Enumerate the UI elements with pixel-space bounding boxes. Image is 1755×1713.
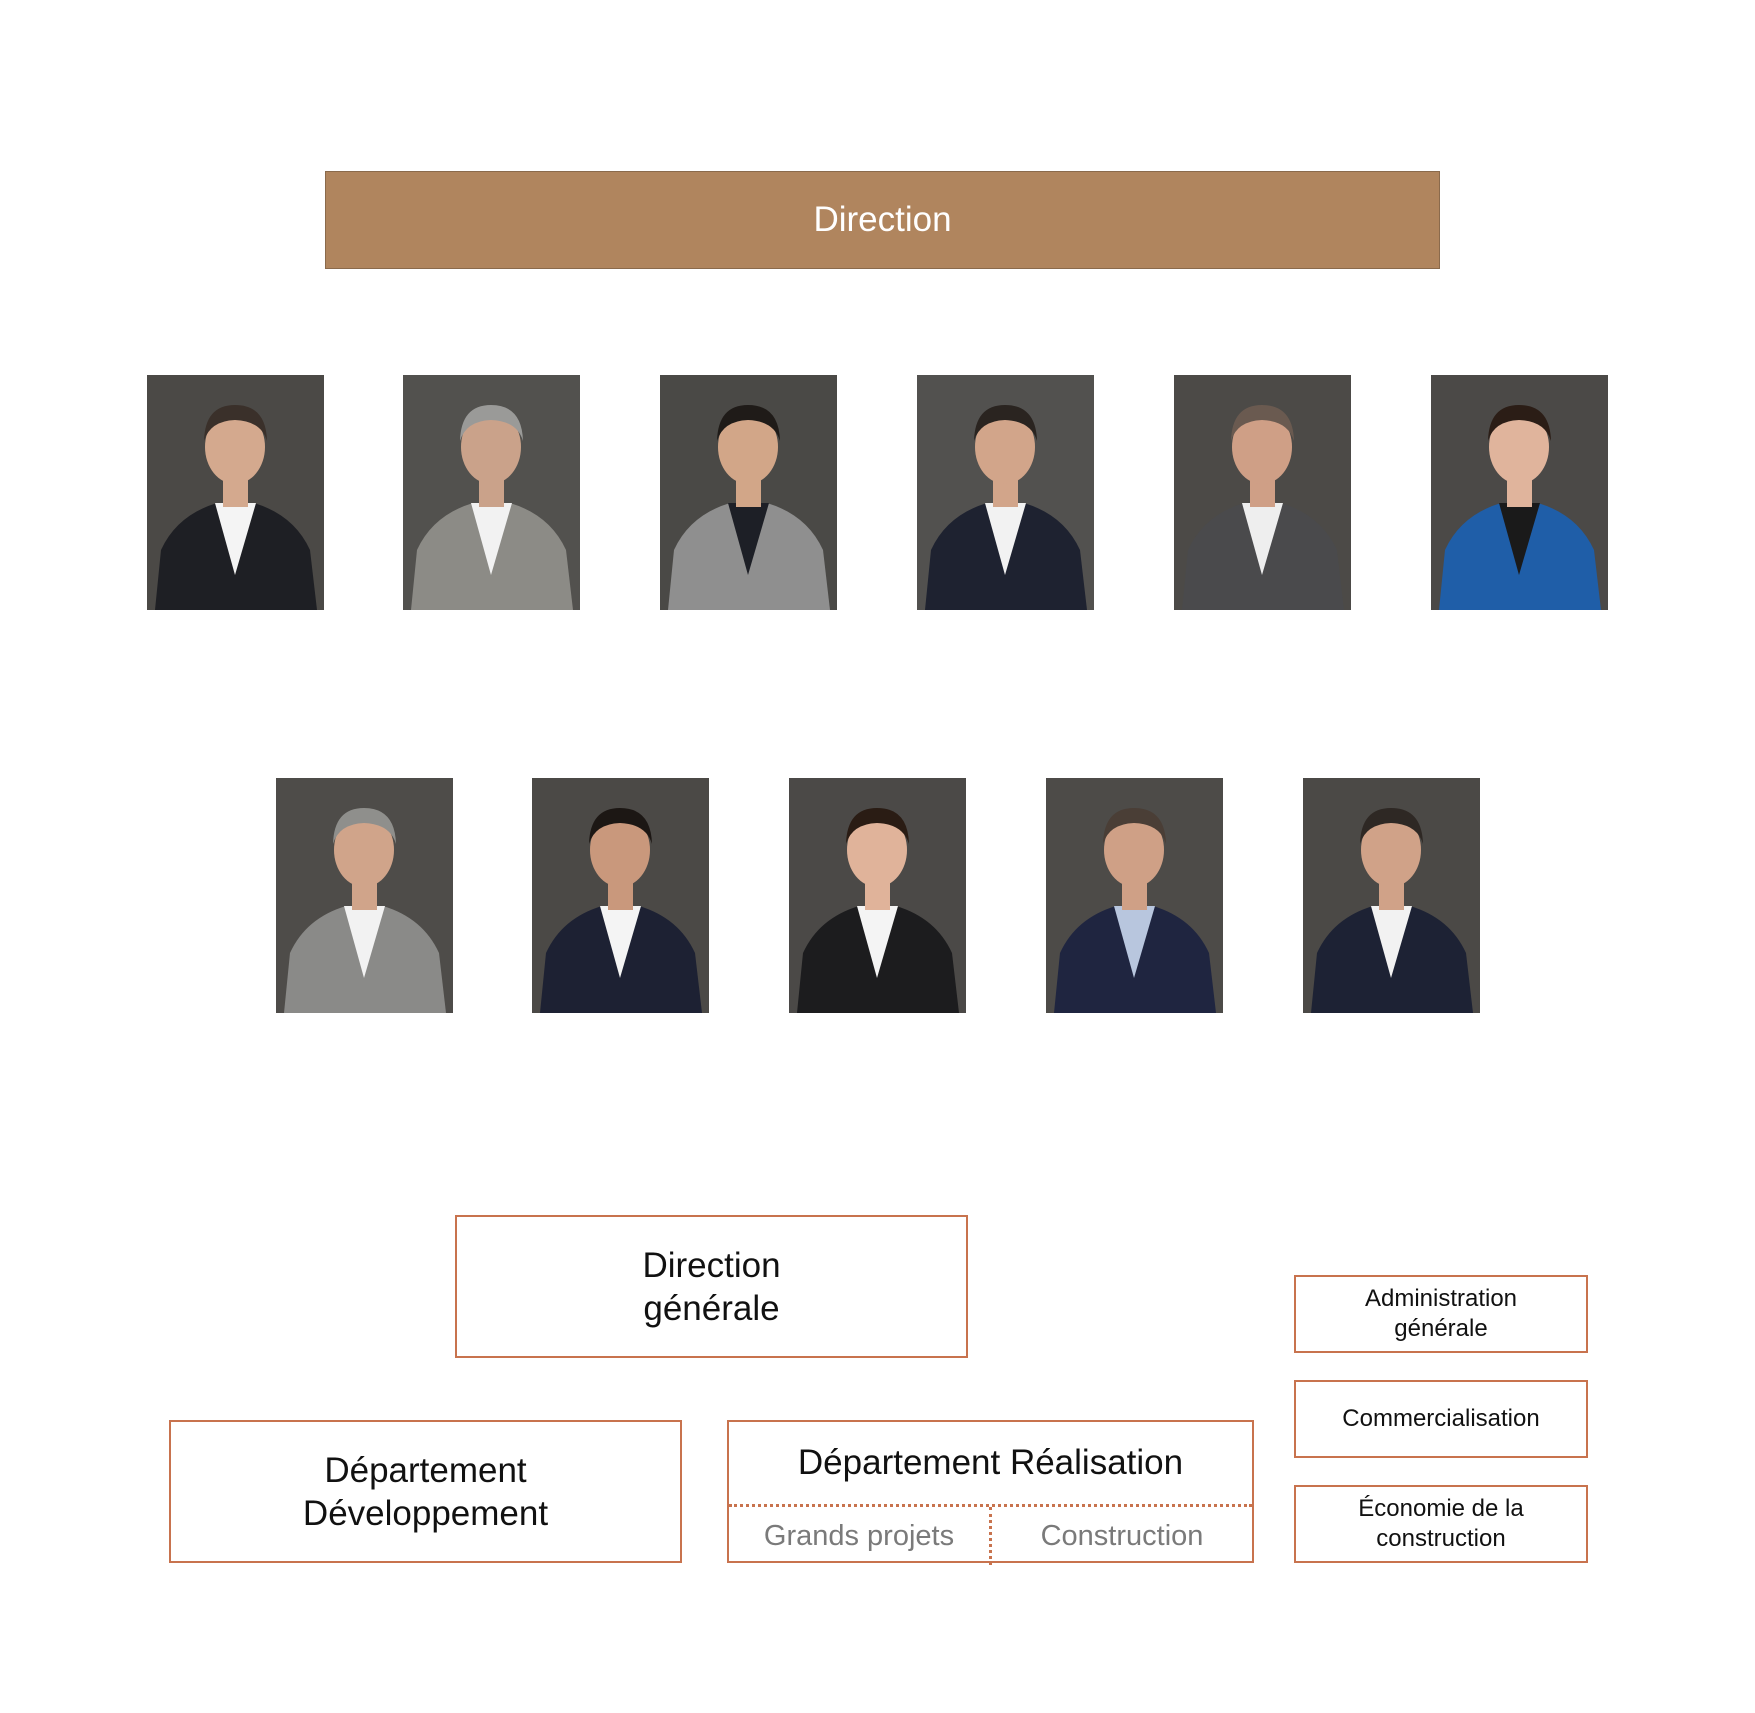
dept-realisation-title: Département Réalisation (729, 1422, 1252, 1507)
sub-construction: Construction (989, 1507, 1252, 1565)
team-photo (917, 375, 1094, 610)
service-economie-box: Économie de la construction (1294, 1485, 1588, 1563)
team-photo (660, 375, 837, 610)
team-photo (276, 778, 453, 1013)
team-photo (532, 778, 709, 1013)
service-administration-box: Administration générale (1294, 1275, 1588, 1353)
sub-grands-projets: Grands projets (763, 1519, 955, 1552)
team-photo (147, 375, 324, 610)
direction-generale-box: Direction générale (455, 1215, 968, 1358)
direction-banner: Direction (325, 171, 1440, 269)
dept-developpement-label: Département Développement (302, 1450, 549, 1533)
team-photo (1046, 778, 1223, 1013)
team-photo (1174, 375, 1351, 610)
team-photo (789, 778, 966, 1013)
service-commercialisation-label: Commercialisation (1342, 1405, 1540, 1432)
team-photo (403, 375, 580, 610)
service-administration-label: Administration générale (1364, 1285, 1518, 1342)
dept-realisation-box: Département Réalisation Grands projets C… (727, 1420, 1254, 1565)
team-photo (1431, 375, 1608, 610)
dept-developpement-box: Département Développement (169, 1420, 682, 1563)
service-economie-label: Économie de la construction (1358, 1495, 1524, 1552)
service-commercialisation-box: Commercialisation (1294, 1380, 1588, 1458)
direction-generale-label: Direction générale (642, 1245, 781, 1328)
team-photo (1303, 778, 1480, 1013)
direction-banner-title: Direction (813, 200, 952, 239)
dept-realisation-subs: Grands projets Construction (729, 1507, 1252, 1565)
